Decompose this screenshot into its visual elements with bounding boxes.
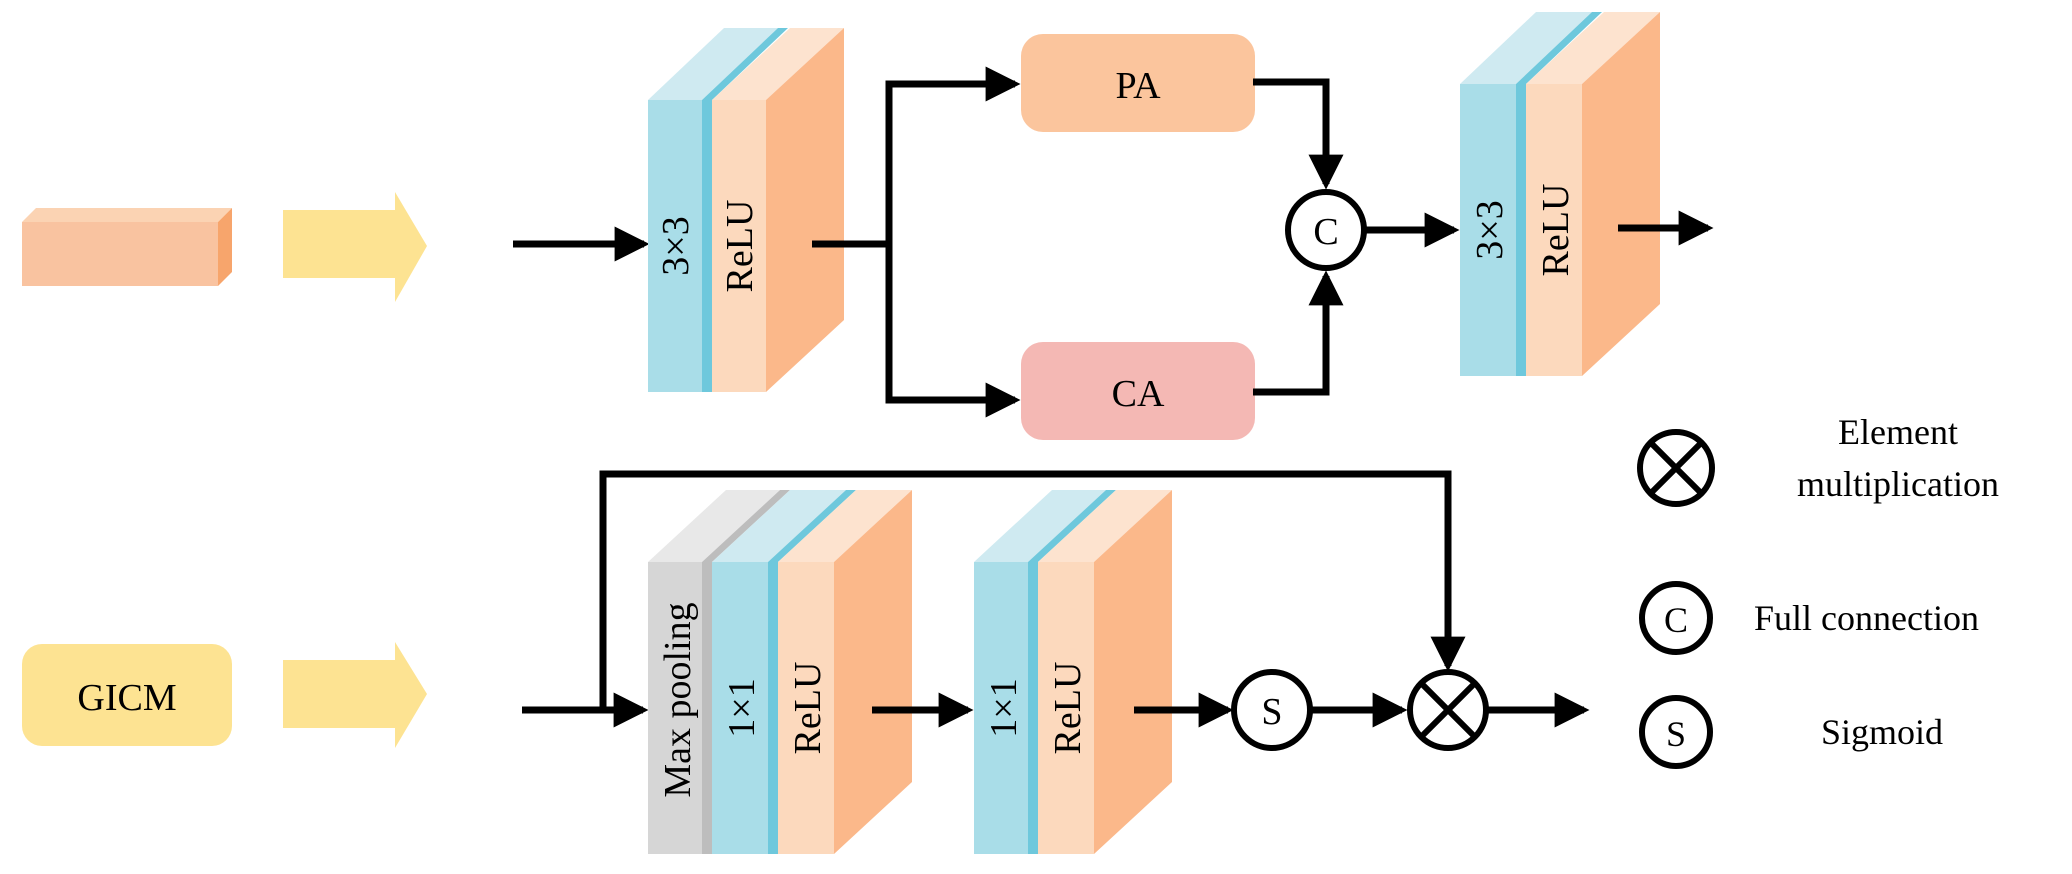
legend-multiply-line1: Element <box>1838 412 1958 452</box>
concat-node <box>1285 189 1367 271</box>
pa-to-concat-line <box>1253 78 1344 190</box>
legend: Element multiplication C Full connection… <box>1637 412 1999 769</box>
conv-top-1-activation: ReLU <box>719 200 761 293</box>
conv-bottom-1-activation: ReLU <box>787 662 829 755</box>
sigmoid-node <box>1231 669 1313 751</box>
conv-block-top-2 <box>1460 12 1660 376</box>
concat-symbol: C <box>1313 211 1338 253</box>
pool-label: Max pooling <box>657 602 699 797</box>
legend-fc-icon <box>1639 581 1713 655</box>
conv-top-1-kernel: 3×3 <box>655 216 697 275</box>
gicm-label: GICM <box>77 677 176 719</box>
conv-top-2-activation: ReLU <box>1535 184 1577 277</box>
conv-block-top-1 <box>648 28 844 392</box>
branch-line-to-pa <box>885 66 1021 244</box>
input-feature-block <box>22 208 232 286</box>
skip-connection-line <box>599 470 1466 710</box>
legend-multiply-line2: multiplication <box>1797 464 1999 504</box>
conv-bottom-2-activation: ReLU <box>1047 662 1089 755</box>
conv-block-bottom-2 <box>974 490 1172 854</box>
legend-fc-label: Full connection <box>1754 598 1979 638</box>
legend-multiply-icon <box>1637 429 1715 507</box>
conv-top-2-kernel: 3×3 <box>1469 200 1511 259</box>
expand-arrow-bottom <box>283 642 427 748</box>
pool-conv-block <box>648 490 912 854</box>
legend-fc-symbol: C <box>1664 600 1688 640</box>
conv-bottom-2-kernel: 1×1 <box>983 678 1025 737</box>
pa-box <box>1021 34 1255 132</box>
gicm-box <box>22 644 232 746</box>
legend-sigmoid-symbol: S <box>1666 714 1686 754</box>
ca-label: CA <box>1112 373 1165 415</box>
sigmoid-symbol: S <box>1261 691 1282 733</box>
pa-label: PA <box>1115 65 1161 107</box>
legend-sigmoid-icon <box>1639 695 1713 769</box>
ca-box <box>1021 342 1255 440</box>
legend-sigmoid-label: Sigmoid <box>1821 712 1943 752</box>
branch-line-to-ca <box>885 244 1021 418</box>
expand-arrow-top <box>283 192 427 302</box>
multiply-node <box>1407 669 1489 751</box>
conv-bottom-1-kernel: 1×1 <box>721 678 763 737</box>
ca-to-concat-line <box>1253 270 1344 396</box>
